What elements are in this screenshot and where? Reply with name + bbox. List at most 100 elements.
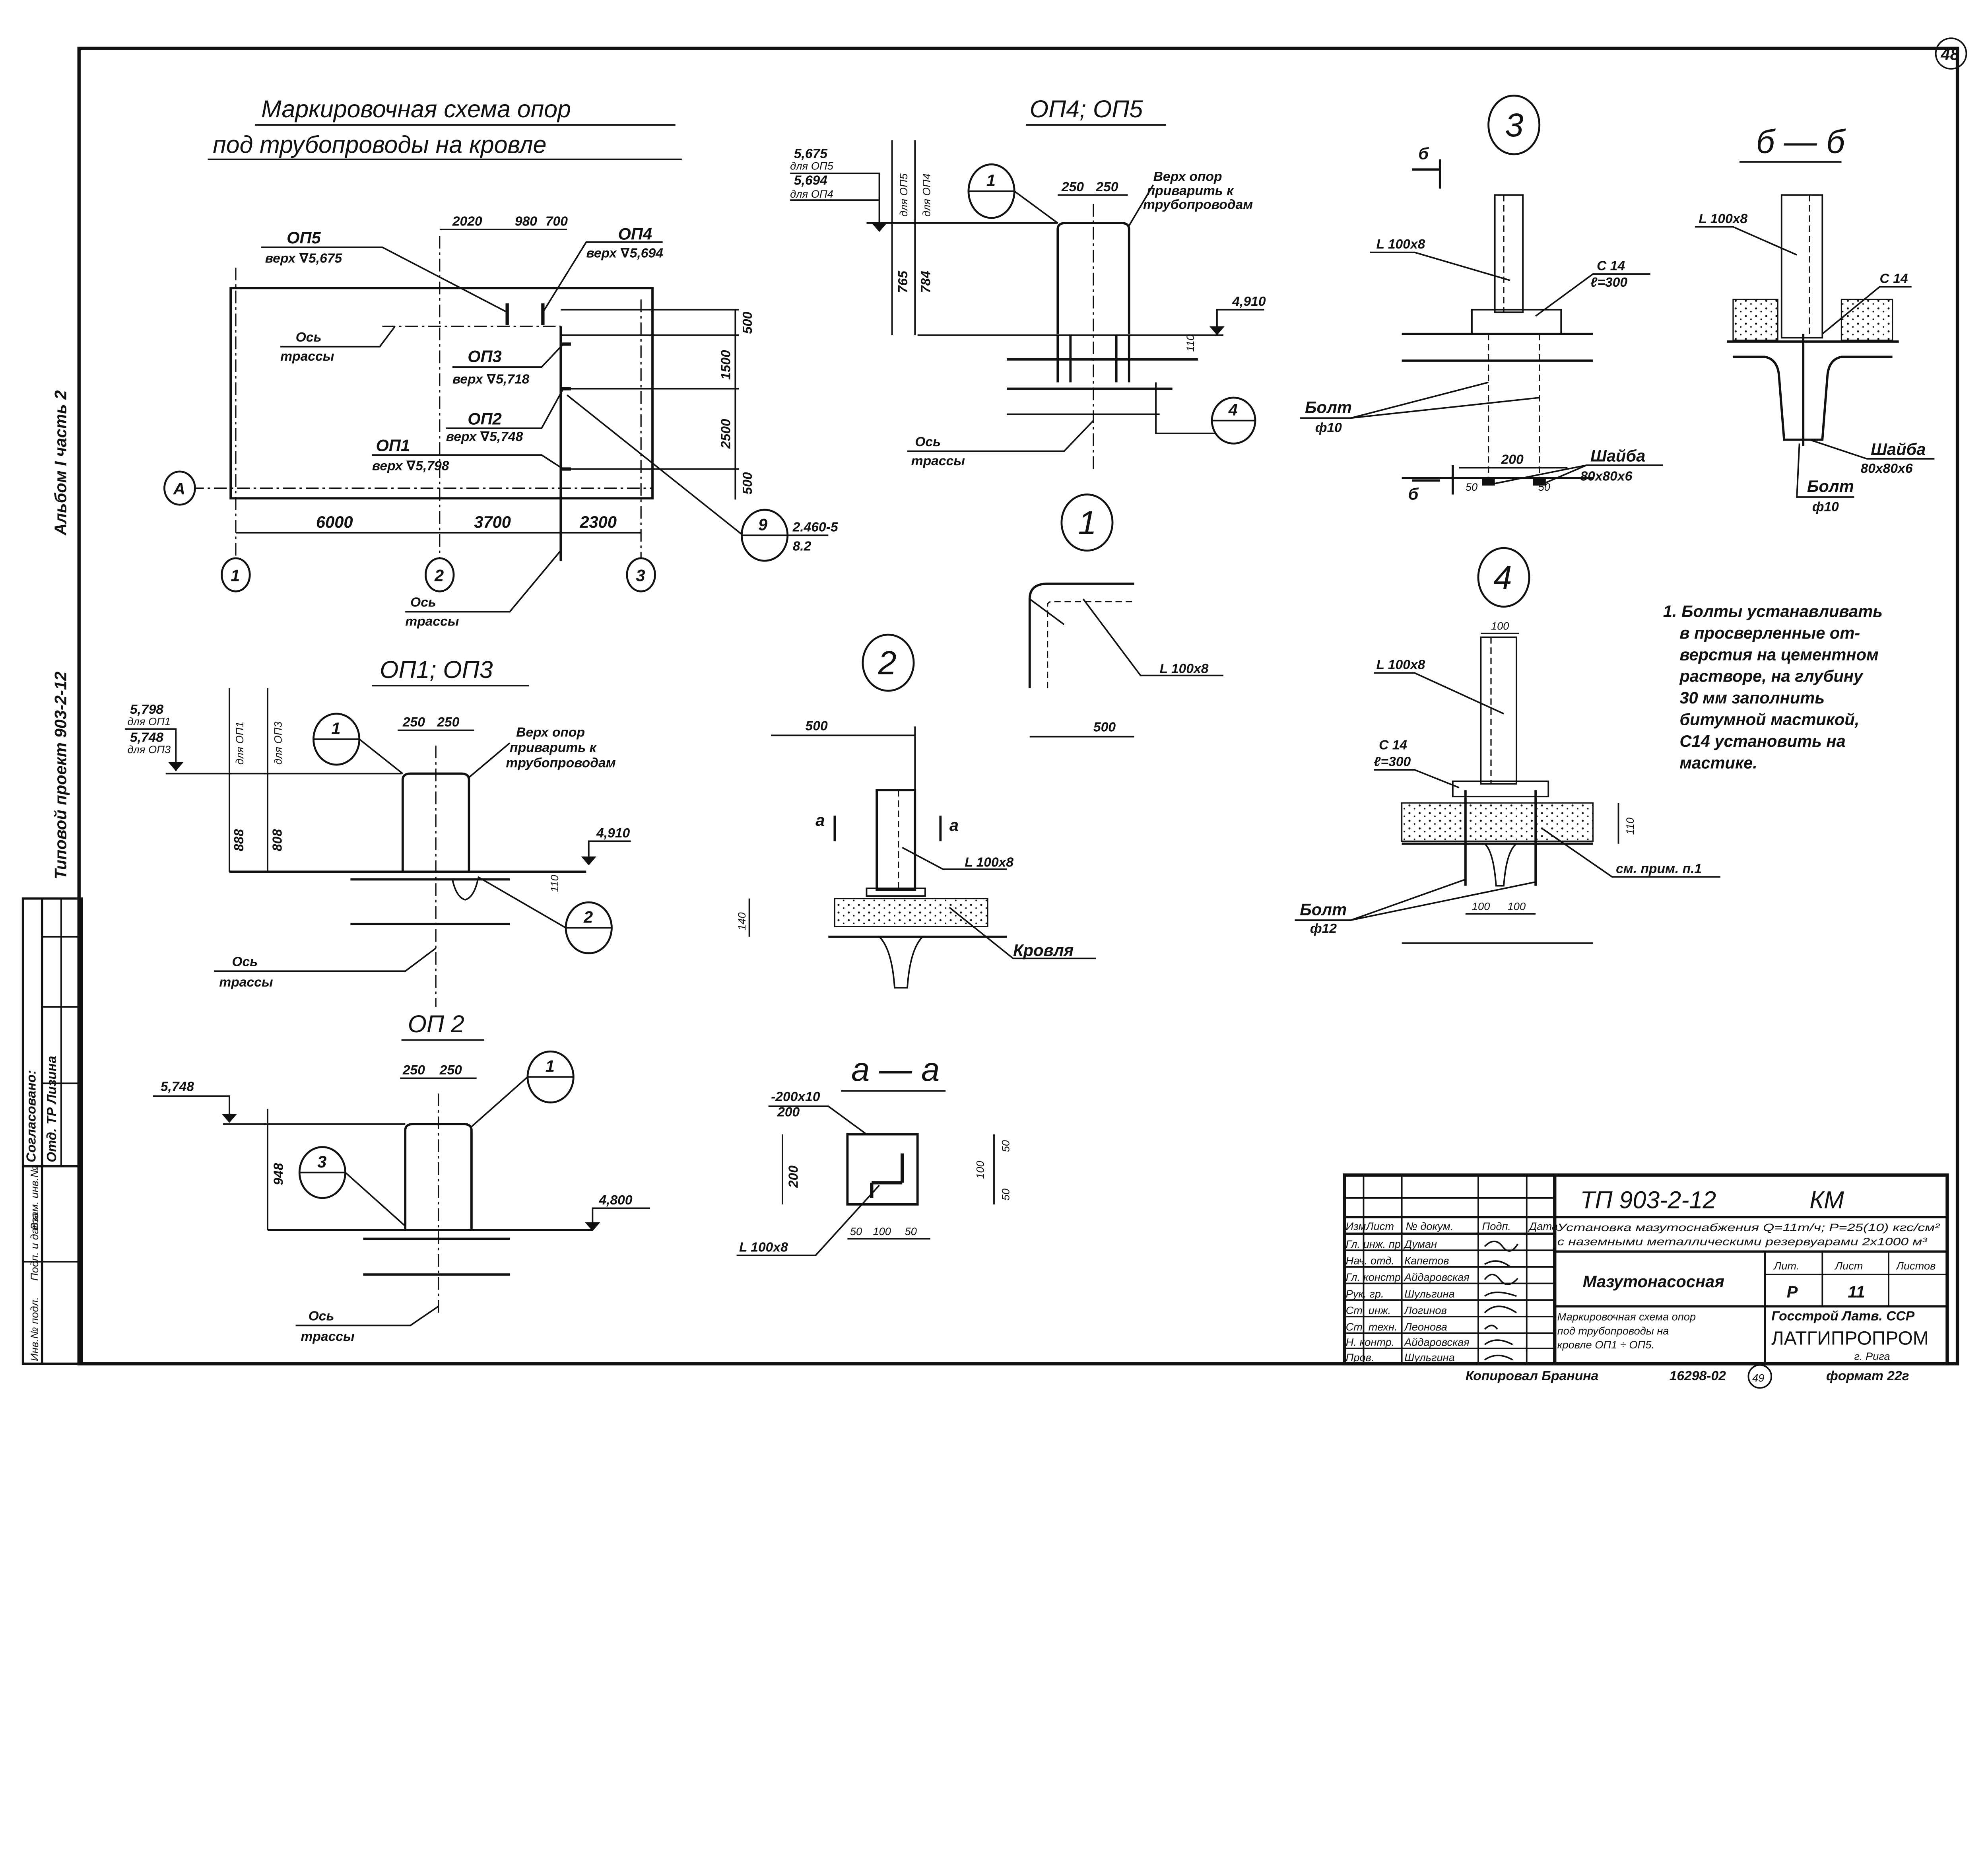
svg-text:для ОП3: для ОП3	[272, 721, 284, 765]
svg-text:Листов: Листов	[1895, 1259, 1936, 1272]
svg-text:100: 100	[1508, 900, 1526, 912]
footer-page-circle	[1747, 1364, 1773, 1389]
svg-text:200: 200	[1501, 453, 1524, 467]
svg-text:250: 250	[1061, 180, 1084, 194]
ref-sheet-1: 2.460-5	[792, 520, 839, 535]
svg-text:500: 500	[1093, 720, 1116, 735]
svg-text:трубопроводам: трубопроводам	[1143, 198, 1253, 212]
svg-text:9: 9	[758, 515, 767, 534]
svg-text:50: 50	[999, 1189, 1011, 1200]
svg-text:а: а	[949, 816, 959, 835]
svg-text:A: A	[173, 480, 185, 498]
svg-text:L 100x8: L 100x8	[1699, 212, 1747, 226]
svg-text:г. Рига: г. Рига	[1854, 1350, 1890, 1362]
svg-text:Лит.: Лит.	[1773, 1259, 1800, 1272]
svg-text:5,748: 5,748	[161, 1080, 194, 1094]
svg-text:L 100x8: L 100x8	[1376, 237, 1425, 252]
svg-text:Рук. гр.: Рук. гр.	[1346, 1288, 1384, 1300]
svg-text:Изм.: Изм.	[1346, 1220, 1369, 1232]
footer-order: 16298-02	[1670, 1369, 1726, 1383]
svg-text:765: 765	[896, 270, 911, 293]
op45-title: ОП4; ОП5	[1030, 95, 1143, 122]
tb-code: ТП 903-2-12	[1580, 1186, 1716, 1213]
svg-text:Айдаровская: Айдаровская	[1404, 1336, 1470, 1348]
svg-text:100: 100	[873, 1225, 891, 1237]
plan-dim-2300: 2300	[579, 513, 617, 531]
svg-text:50: 50	[1466, 481, 1477, 493]
svg-text:888: 888	[232, 829, 247, 851]
svg-text:Гл. инж. пр.: Гл. инж. пр.	[1346, 1238, 1404, 1250]
svg-text:Леонова: Леонова	[1404, 1321, 1447, 1333]
plan-route-axis-b2: трассы	[405, 614, 459, 629]
svg-text:3: 3	[1505, 107, 1523, 144]
stamp-col-replace: Взам. инв.№	[28, 1166, 41, 1230]
svg-text:250: 250	[439, 1063, 462, 1078]
footer-copied: Копировал Бранина	[1466, 1369, 1598, 1383]
bb-title: б — б	[1756, 123, 1846, 160]
svg-text:200: 200	[786, 1165, 801, 1188]
svg-text:784: 784	[919, 271, 934, 293]
svg-text:Шайба: Шайба	[1871, 440, 1926, 458]
svg-text:100: 100	[974, 1161, 986, 1179]
svg-text:ℓ=300: ℓ=300	[1590, 275, 1627, 290]
svg-text:80x80x6: 80x80x6	[1860, 461, 1912, 476]
aa-title: а — а	[851, 1051, 940, 1088]
svg-text:ℓ=300: ℓ=300	[1374, 754, 1411, 769]
note-line: в просверленные от-	[1679, 624, 1860, 642]
plan-op1-elev: верх ∇5,798	[372, 459, 449, 474]
svg-text:Ст. инж.: Ст. инж.	[1346, 1304, 1391, 1316]
svg-text:Ось: Ось	[309, 1309, 334, 1324]
plan-op5-elev: верх ∇5,675	[265, 251, 343, 266]
plan-op2: ОП2	[468, 409, 502, 428]
svg-text:Капетов: Капетов	[1404, 1254, 1449, 1266]
detail1-bubble: 1	[1060, 493, 1114, 552]
tb-project-2: с наземными металлическими резервуарами …	[1557, 1235, 1928, 1247]
marking-plan: Маркировочная схема опор под трубопровод…	[163, 95, 839, 629]
svg-text:80x80x6: 80x80x6	[1580, 469, 1632, 484]
plan-op1: ОП1	[376, 436, 410, 455]
tb-mark: КМ	[1809, 1186, 1844, 1213]
svg-text:250: 250	[437, 715, 459, 730]
plan-dim-r500a: 500	[740, 311, 755, 334]
plan-op4: ОП4	[618, 225, 652, 243]
svg-text:ф10: ф10	[1315, 421, 1342, 435]
svg-text:а: а	[815, 811, 825, 829]
plan-dim-r500b: 500	[740, 472, 755, 494]
svg-text:808: 808	[270, 829, 285, 851]
plan-route-axis-2: трассы	[280, 349, 334, 364]
plan-op5: ОП5	[287, 228, 321, 247]
footer-page: 49	[1752, 1371, 1764, 1384]
svg-text:для ОП4: для ОП4	[790, 188, 833, 200]
plan-dim-700: 700	[546, 214, 568, 229]
svg-text:б: б	[1418, 144, 1429, 163]
ref-bubble-9: 9	[740, 509, 829, 562]
svg-text:приварить к: приварить к	[1147, 183, 1235, 198]
title-block: ТП 903-2-12 КМ Изм. Лист № докум. Подп. …	[1343, 1173, 1949, 1366]
svg-text:5,675: 5,675	[794, 146, 828, 161]
note-line: растворе, на глубину	[1679, 667, 1864, 686]
approval-stamp: Согласовано: Отд. ТР Лизина Инв.№ подл. …	[21, 897, 83, 1365]
svg-text:L 100x8: L 100x8	[1160, 661, 1209, 676]
svg-text:Болт: Болт	[1300, 900, 1347, 919]
stamp-agreed-by: Отд. ТР Лизина	[45, 1056, 59, 1162]
svg-text:4: 4	[1493, 559, 1512, 596]
svg-text:110: 110	[548, 875, 561, 892]
svg-text:для ОП1: для ОП1	[233, 721, 246, 765]
svg-text:Думан: Думан	[1403, 1238, 1437, 1250]
tb-org: ЛАТГИПРОПРОМ	[1771, 1327, 1929, 1349]
plan-route-axis-1: Ось	[296, 330, 322, 345]
op2-bubble-3: 3	[298, 1146, 346, 1199]
svg-text:1: 1	[986, 171, 996, 190]
svg-text:948: 948	[272, 1163, 286, 1185]
svg-text:2: 2	[434, 566, 444, 585]
svg-text:С 14: С 14	[1597, 258, 1625, 273]
svg-text:см. прим. п.1: см. прим. п.1	[1616, 862, 1702, 876]
plan-dim-3700: 3700	[474, 513, 511, 531]
svg-text:Шульгина: Шульгина	[1404, 1288, 1455, 1300]
svg-text:для ОП5: для ОП5	[897, 173, 910, 216]
